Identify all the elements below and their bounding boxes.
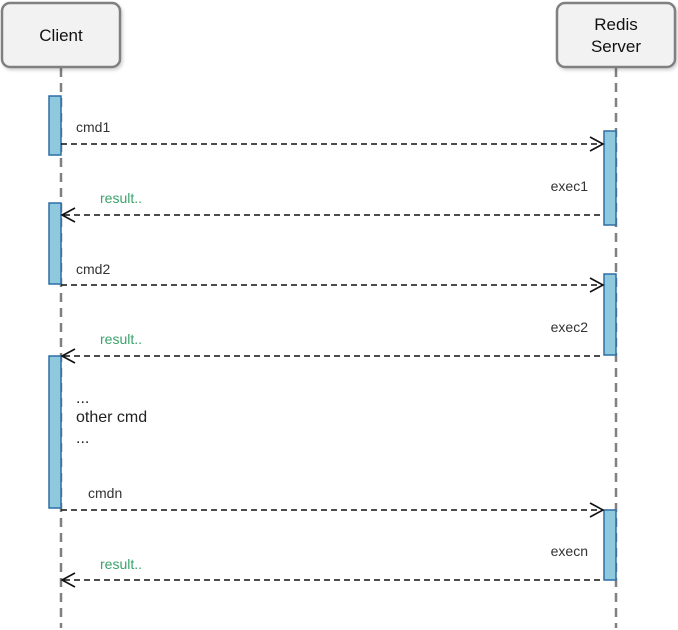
- message-result-1-label: result..: [100, 190, 142, 206]
- client-activation-3: [48, 355, 62, 509]
- message-cmdn-label: cmdn: [88, 485, 122, 501]
- client-activation-1: [48, 95, 62, 156]
- server-activation-3: [603, 509, 617, 581]
- server-participant-label-line2: Server: [591, 37, 641, 56]
- execution-label-execn: execn: [551, 543, 588, 559]
- message-result-2: result..: [60, 331, 604, 364]
- client-activation-2: [48, 202, 62, 285]
- message-cmd2: cmd2: [61, 261, 605, 293]
- message-cmd1-label: cmd1: [76, 119, 110, 135]
- server-activation-1: [603, 130, 617, 226]
- other-cmd-note-line1: ...: [76, 390, 89, 407]
- message-result-n-label: result..: [100, 556, 142, 572]
- message-cmd2-label: cmd2: [76, 261, 110, 277]
- message-cmdn: cmdn: [61, 485, 605, 518]
- other-cmd-note-line3: ...: [76, 430, 89, 447]
- client-participant: Client: [0, 1, 122, 69]
- execution-label-exec1: exec1: [551, 178, 589, 194]
- message-result-1: result..: [60, 190, 604, 223]
- server-participant-label-line1: Redis: [594, 15, 637, 34]
- message-result-n: result..: [60, 556, 604, 588]
- other-cmd-note-line2: other cmd: [76, 409, 147, 426]
- message-result-2-label: result..: [100, 331, 142, 347]
- server-activation-2: [603, 273, 617, 356]
- message-cmd1: cmd1: [61, 119, 605, 152]
- other-cmd-note: ... other cmd ...: [76, 390, 147, 447]
- server-participant: Redis Server: [555, 1, 677, 69]
- client-participant-label: Client: [39, 26, 83, 45]
- execution-label-exec2: exec2: [551, 319, 589, 335]
